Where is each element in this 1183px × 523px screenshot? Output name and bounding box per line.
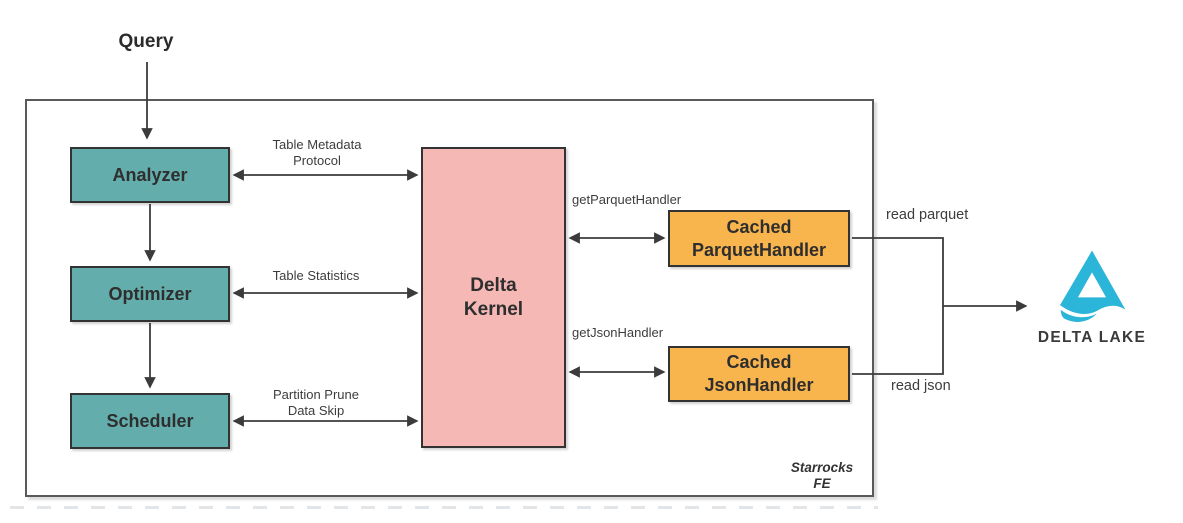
edge-label-line: Table Metadata <box>272 137 362 152</box>
delta-lake-icon <box>1022 249 1162 327</box>
delta-lake-wordmark: DELTA LAKE <box>1037 329 1147 346</box>
fe-label-line2: FE <box>813 476 831 491</box>
optimizer-label: Optimizer <box>108 283 192 304</box>
analyzer-label: Analyzer <box>112 164 188 185</box>
edge-label-line: Partition Prune <box>273 387 359 402</box>
kernel-label-line1: Delta <box>470 274 517 296</box>
fe-label-line1: Starrocks <box>790 460 854 475</box>
json-handler-line1: Cached <box>726 352 792 372</box>
cached-parquet-handler-box: Cached ParquetHandler <box>668 210 850 267</box>
scheduler-label: Scheduler <box>106 410 194 431</box>
edge-label-table-metadata-protocol: Table Metadata Protocol <box>237 137 397 169</box>
edge-label-get-parquet-handler: getParquetHandler <box>572 192 682 207</box>
cached-json-handler-box: Cached JsonHandler <box>668 346 850 402</box>
parquet-handler-line1: Cached <box>726 216 792 237</box>
edge-label-line: Protocol <box>293 153 341 168</box>
delta-lake-triangle <box>1060 250 1126 314</box>
delta-lake-wave <box>1060 309 1097 322</box>
edge-label-partition-prune-data-skip: Partition Prune Data Skip <box>236 387 396 419</box>
json-handler-line2: JsonHandler <box>704 375 814 395</box>
kernel-label-line2: Kernel <box>463 298 524 320</box>
scheduler-box: Scheduler <box>70 393 230 449</box>
query-label: Query <box>118 31 174 52</box>
delta-lake-logo: DELTA LAKE <box>1022 249 1162 347</box>
edge-label-table-statistics: Table Statistics <box>272 268 360 283</box>
edge-label-read-parquet: read parquet <box>886 207 969 223</box>
edge-label-line: Data Skip <box>287 403 345 418</box>
analyzer-box: Analyzer <box>70 147 230 203</box>
bottom-dashed-line <box>10 506 878 509</box>
parquet-handler-line2: ParquetHandler <box>691 239 827 260</box>
edge-label-get-json-handler: getJsonHandler <box>572 325 664 340</box>
optimizer-box: Optimizer <box>70 266 230 322</box>
starrocks-fe-label: Starrocks FE <box>772 460 872 492</box>
edge-label-read-json: read json <box>891 378 951 394</box>
delta-kernel-box: Delta Kernel <box>421 147 566 448</box>
